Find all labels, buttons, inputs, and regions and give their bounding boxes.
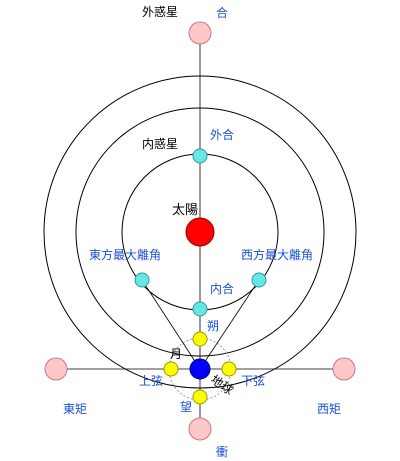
outer-planet-label: 外惑星 <box>142 5 178 19</box>
earth-label: 地球 <box>208 372 236 397</box>
moon-label: 月 <box>170 347 182 361</box>
moon-last-quarter <box>221 361 237 377</box>
superior-conjunction-label: 外合 <box>210 127 234 142</box>
outer-planet-western-quadrature <box>332 357 356 381</box>
inner-planet-east-elongation <box>134 272 150 288</box>
full-moon-label: 望 <box>180 400 192 414</box>
opposition-label: 衝 <box>216 445 228 459</box>
moon-new <box>192 331 208 347</box>
west-elongation-line <box>199 279 260 370</box>
earth <box>189 358 211 380</box>
western-quadrature-label: 西矩 <box>317 402 341 416</box>
inner-planet-label: 内惑星 <box>142 137 178 151</box>
east-elongation-line <box>141 279 201 370</box>
eastern-quadrature-label: 東矩 <box>63 402 87 416</box>
inner-planet-superior-conjunction <box>192 148 208 164</box>
inner-planet-west-elongation <box>251 272 267 288</box>
last-quarter-label: 下弦 <box>241 373 265 388</box>
moon-full <box>192 389 208 405</box>
west-elongation-label: 西方最大離角 <box>241 247 313 262</box>
outer-planet-opposition <box>188 417 212 441</box>
outer-planet-eastern-quadrature <box>44 357 68 381</box>
outer-planet-conjunction <box>188 21 212 45</box>
conjunction-label: 合 <box>216 5 228 20</box>
moon-first-quarter <box>163 361 179 377</box>
inner-planet-inferior-conjunction <box>192 301 208 317</box>
east-elongation-label: 東方最大離角 <box>89 247 161 262</box>
new-moon-label: 朔 <box>207 318 219 333</box>
first-quarter-label: 上弦 <box>139 373 163 388</box>
sun <box>185 217 215 247</box>
inferior-conjunction-label: 内合 <box>210 281 234 296</box>
sun-label: 太陽 <box>172 203 198 218</box>
